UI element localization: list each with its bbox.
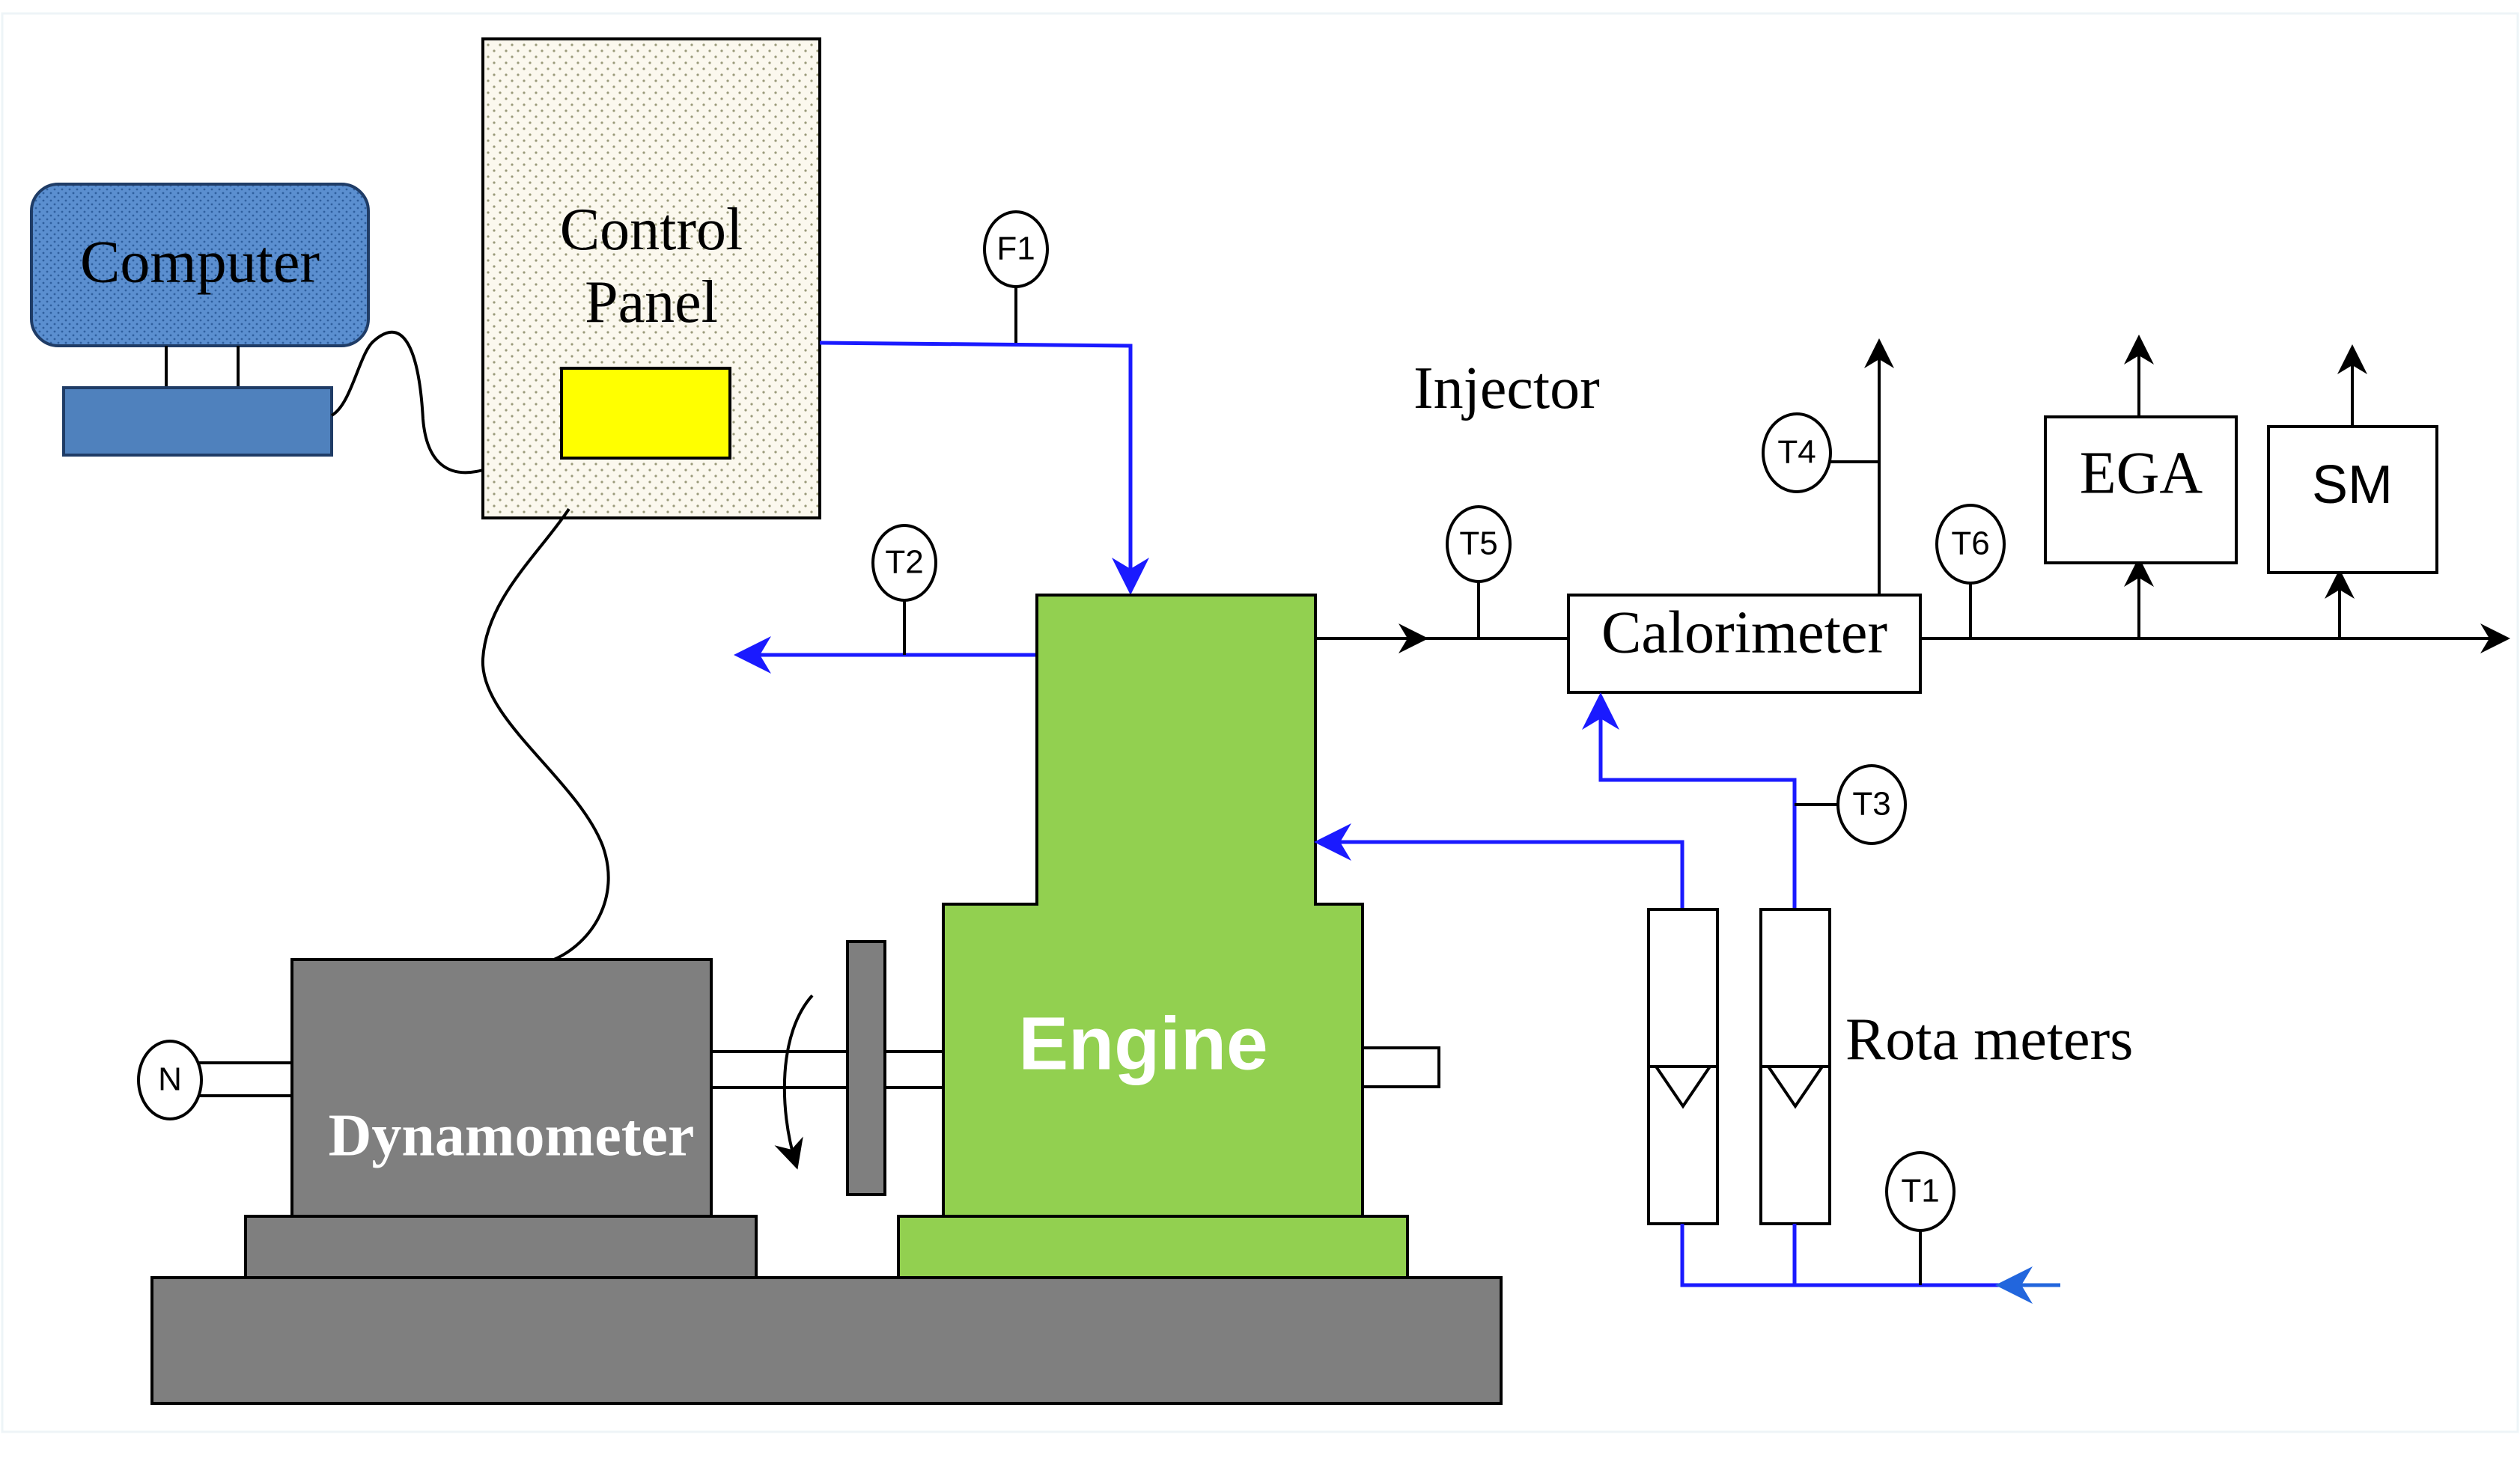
ega-box [2044, 415, 2238, 564]
test-bed [150, 1276, 1503, 1405]
computer-label: Computer [80, 229, 320, 295]
t1-gauge [1885, 1151, 1956, 1232]
dynamometer-label: Dynamometer [329, 1102, 695, 1168]
t3-label: T3 [1852, 786, 1890, 823]
computer: Computer [30, 183, 370, 457]
panel-dynamometer-cable [481, 507, 610, 961]
control-panel-label-line1: Control [560, 197, 743, 263]
computer-panel-cable [330, 330, 484, 475]
t6-gauge [1935, 504, 2006, 585]
engine-label: Engine [1018, 1001, 1267, 1085]
engine-base [897, 1215, 1409, 1279]
drive-shaft [710, 1050, 945, 1089]
computer-monitor [30, 183, 370, 347]
calorimeter-water-line [1582, 692, 1797, 909]
dynamometer-body [290, 958, 713, 1218]
engine-body [942, 594, 1364, 1218]
t4-label: T4 [1777, 434, 1816, 471]
injector-label: Injector [1413, 356, 1600, 421]
ega-label: EGA [2080, 440, 2203, 506]
n-label: N [158, 1061, 182, 1098]
t3-gauge [1836, 764, 1907, 845]
dynamometer-base [244, 1215, 758, 1279]
calorimeter-box [1567, 594, 1922, 694]
t2-label: T2 [885, 544, 923, 581]
t4-gauge [1762, 412, 1832, 493]
dynamometer-left-shaft [186, 1061, 293, 1097]
engine: Engine [897, 594, 1440, 1279]
control-panel-label-line2: Panel [585, 269, 718, 335]
rotameter-calorimeter-float [1765, 1065, 1825, 1109]
t6-label: T6 [1951, 525, 1989, 562]
rota-meters-label: Rota meters [1845, 1007, 2133, 1073]
outer-frame [1, 12, 2519, 1433]
coolant-inlet-line [1314, 823, 1684, 909]
calorimeter-label: Calorimeter [1601, 600, 1887, 665]
sm-label: SM [2312, 455, 2393, 515]
rotameters [1647, 908, 1831, 1225]
n-speed-sensor [137, 1040, 203, 1120]
f1-gauge [983, 210, 1049, 288]
water-supply-manifold [1680, 1224, 2060, 1287]
t2-gauge [871, 524, 937, 602]
rotation-arrow [774, 994, 814, 1170]
engine-rear-shaft [1361, 1046, 1440, 1088]
t1-label: T1 [1901, 1173, 1939, 1210]
sm-box [2267, 425, 2438, 574]
t5-gauge [1446, 505, 1512, 583]
f1-label: F1 [996, 231, 1035, 267]
computer-keyboard [62, 386, 333, 457]
control-panel-display [560, 367, 731, 460]
fuel-line [819, 341, 1149, 595]
shaft-coupling [846, 940, 886, 1196]
rotameter-engine-float [1653, 1065, 1713, 1109]
control-panel: Control Panel [481, 37, 821, 519]
t5-label: T5 [1459, 525, 1497, 562]
